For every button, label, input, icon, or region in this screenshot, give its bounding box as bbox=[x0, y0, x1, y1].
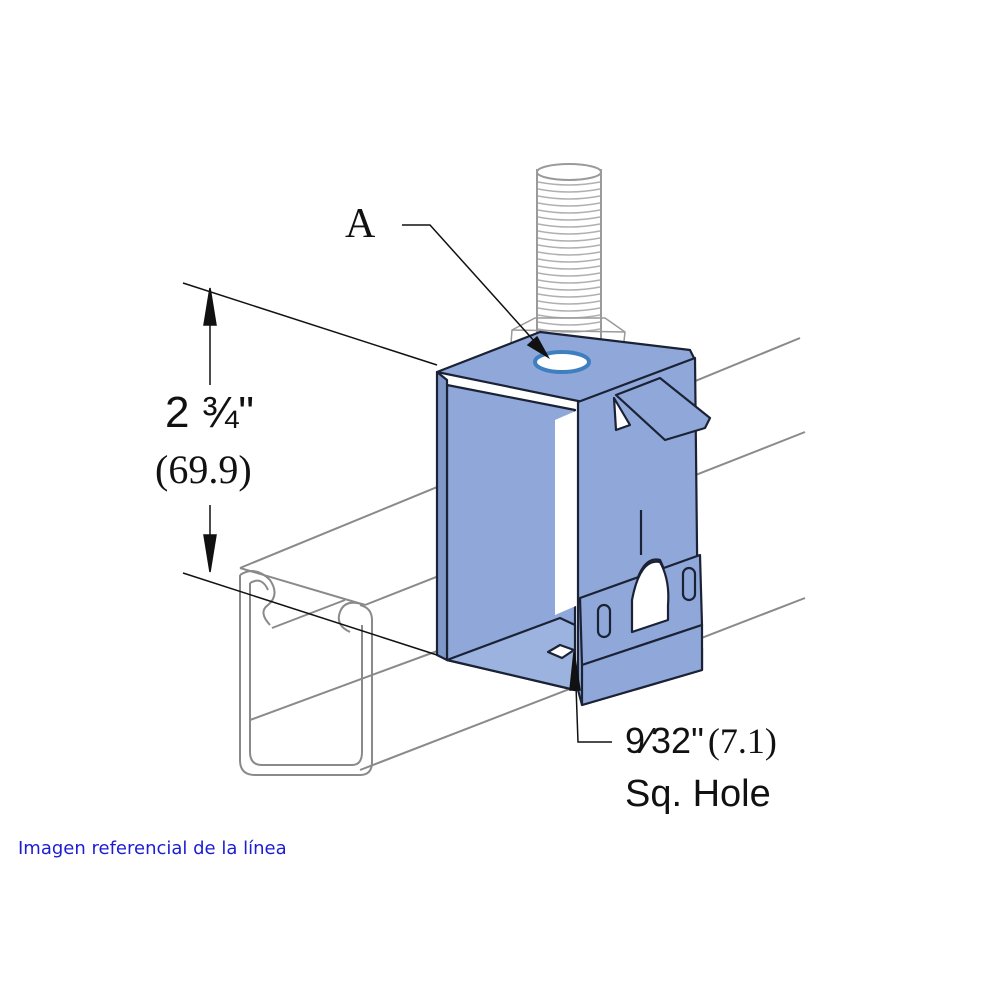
arrow-down-icon bbox=[203, 534, 217, 573]
thread-line bbox=[537, 216, 601, 221]
thread-line bbox=[537, 188, 601, 193]
thread-line bbox=[537, 272, 601, 277]
thread-line bbox=[537, 293, 601, 298]
arrow-up-icon bbox=[203, 287, 217, 326]
thread-line bbox=[537, 265, 601, 270]
thread-line bbox=[537, 223, 601, 228]
hole-metric-label: (7.1) bbox=[707, 721, 777, 761]
height-dimension-lines bbox=[182, 282, 438, 656]
height-imperial-label: 2 ¾" bbox=[165, 388, 255, 437]
thread-line bbox=[537, 181, 601, 186]
hole-imperial-label: 9⁄32" bbox=[625, 720, 704, 761]
thread-line bbox=[537, 321, 601, 326]
hole-description-label: Sq. Hole bbox=[625, 773, 771, 815]
thread-line bbox=[537, 195, 601, 200]
caption: Imagen referencial de la línea bbox=[18, 838, 287, 859]
thread-line bbox=[537, 279, 601, 284]
leader-hole bbox=[569, 651, 612, 743]
arrow-icon bbox=[526, 335, 550, 360]
height-metric-label: (69.9) bbox=[155, 447, 252, 492]
thread-line bbox=[537, 286, 601, 291]
thread-line bbox=[537, 251, 601, 256]
hole-dimension-label: 9⁄32" (7.1) bbox=[625, 720, 777, 762]
thread-line bbox=[537, 230, 601, 235]
thread-line bbox=[537, 307, 601, 312]
thread-line bbox=[537, 244, 601, 249]
threaded-rod bbox=[536, 163, 602, 341]
arrow-icon bbox=[569, 651, 581, 691]
square-hole bbox=[546, 643, 576, 660]
leader-a bbox=[402, 224, 550, 360]
thread-line bbox=[537, 202, 601, 207]
thread-line bbox=[537, 258, 601, 263]
thread-line bbox=[537, 300, 601, 305]
bracket bbox=[435, 330, 712, 707]
callout-a-label: A bbox=[345, 201, 376, 247]
thread-line bbox=[537, 237, 601, 242]
bolt-hole bbox=[533, 350, 591, 374]
thread-line bbox=[537, 209, 601, 214]
